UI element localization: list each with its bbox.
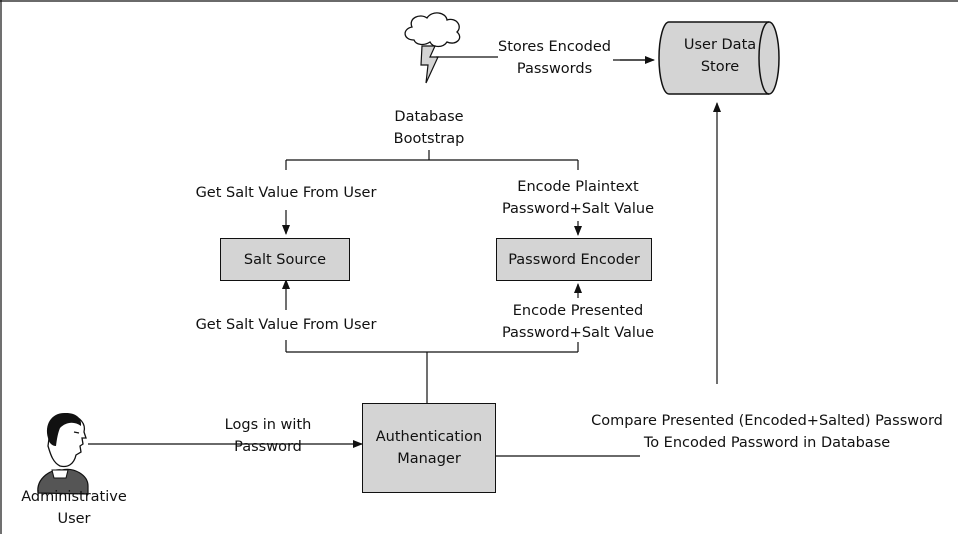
user-data-store-cylinder: [658, 21, 780, 95]
get-salt-bottom-label: Get Salt Value From User: [195, 317, 377, 333]
cloud-lightning-icon: [404, 12, 461, 84]
compare-label: Compare Presented (Encoded+Salted) Passw…: [591, 413, 943, 451]
salt-source-box: Salt Source: [220, 238, 350, 281]
get-salt-top-label: Get Salt Value From User: [195, 185, 377, 201]
person-head-icon: [37, 412, 89, 495]
password-encoder-box: Password Encoder: [496, 238, 652, 281]
